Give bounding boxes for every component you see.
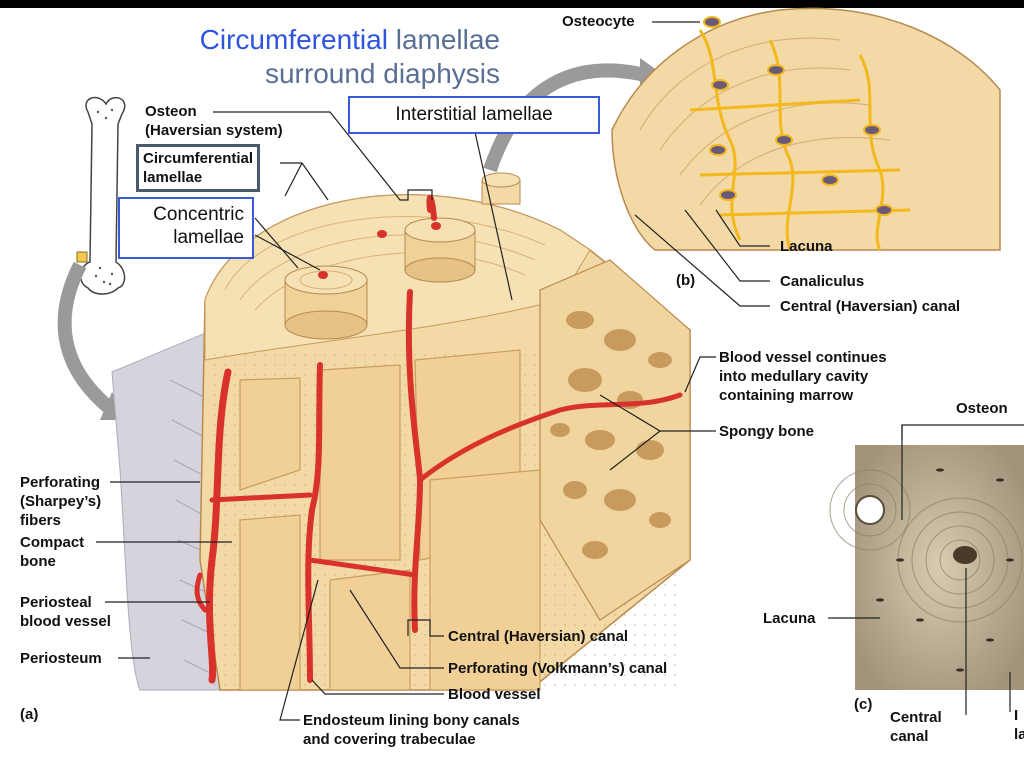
- label-central-canal-a: Central (Haversian) canal: [448, 628, 629, 645]
- label-spongy-bone: Spongy bone: [719, 423, 814, 440]
- label-endosteum: Endosteum lining bony canals and coverin…: [303, 711, 520, 749]
- periosteum-layer: [111, 321, 233, 691]
- title-line-1: Circumferential lamellae: [100, 24, 500, 56]
- panel-c-micrograph: [829, 445, 1024, 690]
- interstitial-lamellae-box: Interstitial lamellae: [348, 96, 600, 134]
- inter-c-line-1: I: [1014, 707, 1019, 724]
- circ-label-line-2: lamellae: [143, 169, 203, 186]
- osteon-cylinder-2: [404, 217, 476, 283]
- long-bone-icon: [76, 96, 126, 295]
- label-osteon-c: Osteon: [956, 400, 1008, 417]
- bv-cont-line-3: containing marrow: [719, 387, 854, 404]
- compact-line-1: Compact: [20, 534, 85, 551]
- concentric-lamellae-box: Concentric lamellae: [118, 197, 254, 259]
- curved-arrow-top: [483, 63, 647, 173]
- title-rest: lamellae: [395, 24, 500, 55]
- label-central-canal-b: Central (Haversian) canal: [780, 298, 961, 315]
- periosteal-line-2: blood vessel: [20, 613, 111, 630]
- central-c-line-1: Central: [890, 709, 942, 726]
- perforating-line-1: Perforating: [20, 474, 101, 491]
- label-osteon: Osteon (Haversian system): [145, 102, 283, 140]
- concentric-line-2: lamellae: [173, 227, 244, 248]
- label-canaliculus: Canaliculus: [780, 273, 865, 290]
- panel-b-osteocyte-illustration: [611, 7, 1001, 251]
- label-lacuna-b: Lacuna: [780, 238, 833, 255]
- label-periosteum: Periosteum: [20, 650, 102, 667]
- label-lacuna-c: Lacuna: [763, 610, 816, 627]
- panel-a-tag: (a): [20, 706, 39, 723]
- bv-cont-line-2: into medullary cavity: [719, 368, 869, 385]
- compact-line-2: bone: [20, 553, 56, 570]
- perforating-line-2: (Sharpey’s): [20, 493, 102, 510]
- panel-b-tag: (b): [676, 272, 696, 289]
- osteon-label-line-1: Osteon: [145, 103, 197, 120]
- label-blood-vessel-continues: Blood vessel continues into medullary ca…: [719, 348, 887, 405]
- concentric-line-1: Concentric: [153, 204, 244, 225]
- curved-arrow-left: [57, 261, 117, 416]
- endosteum-line-2: and covering trabeculae: [303, 731, 476, 748]
- label-osteocyte: Osteocyte: [562, 13, 635, 30]
- inter-c-line-2: la: [1014, 726, 1024, 743]
- endosteum-line-1: Endosteum lining bony canals: [303, 712, 520, 729]
- top-black-bar: [0, 0, 1024, 8]
- bv-cont-line-1: Blood vessel continues: [719, 349, 887, 366]
- leader-lines: [96, 21, 1024, 721]
- label-perforating-fibers: Perforating (Sharpey’s) fibers: [20, 473, 101, 530]
- circ-label-line-1: Circumferential: [143, 150, 254, 167]
- label-interstitial-c-truncated: I la: [1014, 706, 1024, 744]
- label-circumferential: Circumferential lamellae: [136, 144, 261, 192]
- label-central-canal-c: Central canal: [890, 708, 942, 746]
- title-accent: Circumferential: [199, 24, 388, 55]
- title-line-2: surround diaphysis: [264, 58, 500, 89]
- panel-c-tag: (c): [854, 696, 873, 713]
- central-c-line-2: canal: [890, 728, 929, 745]
- label-compact-bone: Compact bone: [20, 533, 84, 571]
- label-volkmann-canal: Perforating (Volkmann’s) canal: [448, 660, 668, 677]
- blood-vessels: [194, 194, 683, 684]
- periosteal-line-1: Periosteal: [20, 594, 92, 611]
- osteon-label-line-2: (Haversian system): [145, 122, 283, 139]
- perforating-line-3: fibers: [20, 512, 61, 529]
- label-periosteal-vessel: Periosteal blood vessel: [20, 593, 111, 631]
- osteon-cylinder-1: [284, 265, 368, 340]
- spongy-bone-illustration: [539, 259, 691, 621]
- label-blood-vessel: Blood vessel: [448, 686, 541, 703]
